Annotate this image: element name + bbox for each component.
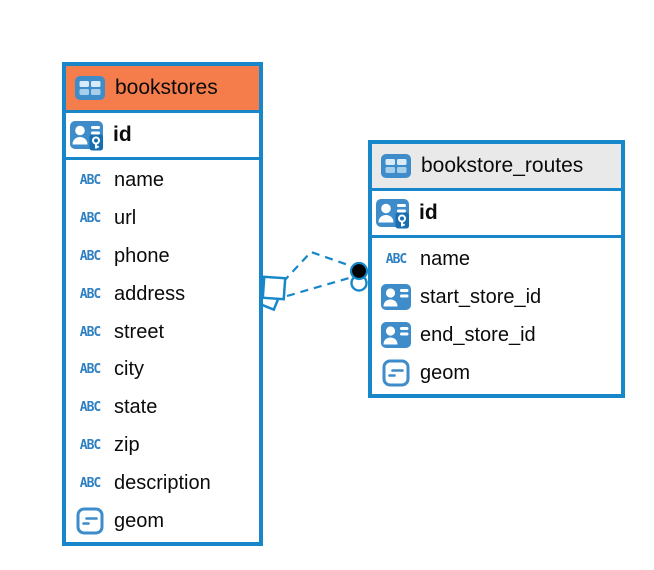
- column-name: geom: [114, 509, 165, 532]
- table-bookstores[interactable]: bookstores id ABC name ABC url ABC phone…: [62, 62, 263, 546]
- column-row-name[interactable]: ABC name: [372, 240, 621, 278]
- text-type-icon: ABC: [79, 475, 102, 491]
- relationship-line-lower[interactable]: [286, 276, 350, 298]
- relationship-circle-marker-filled[interactable]: [349, 261, 369, 281]
- column-row-address[interactable]: ABC address: [66, 275, 259, 314]
- column-name: start_store_id: [420, 285, 542, 308]
- table-bookstore-routes-columns: ABC name start_store_id end_store_id ge: [372, 238, 621, 394]
- table-bookstores-columns: ABC name ABC url ABC phone ABC address A…: [66, 160, 259, 542]
- column-row-url[interactable]: ABC url: [66, 199, 259, 238]
- foreign-key-icon: [380, 321, 412, 349]
- geometry-type-icon: [380, 359, 412, 387]
- column-name: state: [114, 396, 158, 419]
- column-row-state[interactable]: ABC state: [66, 388, 259, 427]
- column-row-id[interactable]: id: [66, 113, 259, 160]
- column-row-end-store-id[interactable]: end_store_id: [372, 316, 621, 354]
- table-bookstore-routes-header[interactable]: bookstore_routes: [372, 144, 621, 191]
- text-type-icon: ABC: [79, 362, 102, 378]
- column-row-city[interactable]: ABC city: [66, 350, 259, 389]
- relationship-line-upper[interactable]: [282, 250, 352, 283]
- table-icon: [75, 76, 105, 100]
- text-type-icon: ABC: [79, 248, 102, 264]
- column-name: id: [419, 201, 438, 224]
- column-row-id[interactable]: id: [372, 191, 621, 238]
- column-name: phone: [114, 244, 170, 267]
- text-type-icon: ABC: [79, 211, 102, 227]
- column-row-street[interactable]: ABC street: [66, 313, 259, 351]
- primary-key-icon: [69, 120, 104, 151]
- column-row-start-store-id[interactable]: start_store_id: [372, 278, 621, 316]
- column-name: city: [114, 358, 144, 381]
- column-row-zip[interactable]: ABC zip: [66, 426, 259, 465]
- table-bookstores-header[interactable]: bookstores: [66, 66, 259, 113]
- column-name: description: [114, 471, 211, 494]
- primary-key-icon: [375, 198, 410, 229]
- table-title: bookstore_routes: [421, 154, 584, 177]
- text-type-icon: ABC: [79, 437, 102, 453]
- table-bookstore-routes[interactable]: bookstore_routes id ABC name start_store…: [368, 140, 625, 398]
- foreign-key-icon: [380, 283, 412, 311]
- text-type-icon: ABC: [79, 173, 102, 189]
- column-name: street: [114, 320, 165, 343]
- text-type-icon: ABC: [79, 400, 102, 416]
- column-row-phone[interactable]: ABC phone: [66, 237, 259, 276]
- column-name: id: [113, 123, 132, 146]
- table-icon: [381, 154, 411, 178]
- table-title: bookstores: [115, 76, 218, 99]
- column-name: url: [114, 207, 137, 230]
- relationship-group[interactable]: [252, 250, 369, 312]
- column-name: name: [114, 169, 165, 192]
- column-name: address: [114, 282, 186, 305]
- geometry-type-icon: [74, 507, 106, 535]
- column-name: zip: [114, 433, 140, 456]
- relationship-square-marker-front[interactable]: [261, 275, 287, 301]
- text-type-icon: ABC: [79, 324, 102, 340]
- column-name: end_store_id: [420, 323, 536, 346]
- column-row-geom[interactable]: geom: [372, 354, 621, 392]
- relationship-circle-marker-open[interactable]: [350, 274, 368, 292]
- column-row-geom[interactable]: geom: [66, 502, 259, 540]
- column-name: name: [420, 247, 471, 270]
- column-row-name[interactable]: ABC name: [66, 162, 259, 200]
- column-row-description[interactable]: ABC description: [66, 464, 259, 503]
- text-type-icon: ABC: [385, 251, 408, 267]
- column-name: geom: [420, 361, 471, 384]
- text-type-icon: ABC: [79, 286, 102, 302]
